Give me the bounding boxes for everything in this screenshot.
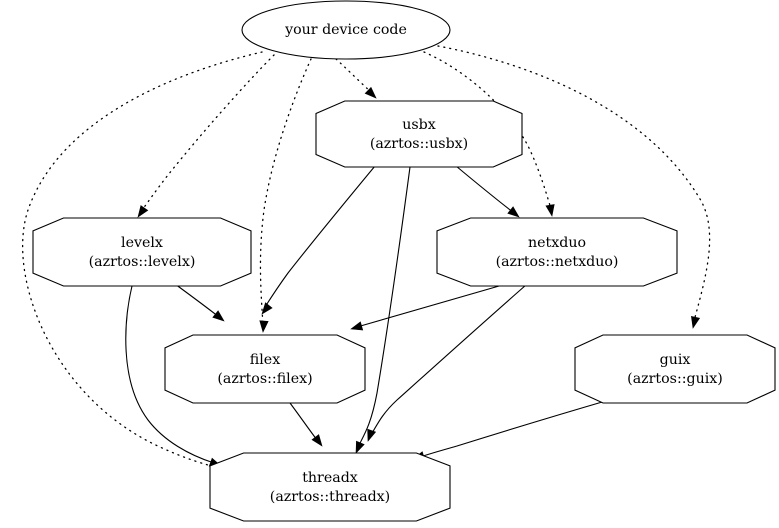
node-guix[interactable]: guix(azrtos::guix) <box>574 334 776 404</box>
node-label-netxduo: (azrtos::netxduo) <box>496 254 619 270</box>
node-label-guix: guix <box>660 352 691 368</box>
arrowhead-usbx-threadx <box>355 440 365 454</box>
arrowhead-levelx-filex <box>212 310 225 322</box>
node-shape-guix <box>574 334 776 404</box>
node-label-filex: (azrtos::filex) <box>217 371 312 387</box>
arrowhead-device-guix <box>691 315 701 329</box>
edge-device-guix <box>437 45 711 322</box>
nodes-layer: your device codeusbx(azrtos::usbx)levelx… <box>32 0 776 522</box>
edge-filex-threadx <box>289 402 318 441</box>
node-label-usbx: (azrtos::usbx) <box>370 136 468 152</box>
node-label-threadx: threadx <box>302 470 358 486</box>
edge-device-levelx <box>139 54 275 214</box>
edge-device-threadx <box>21 51 263 470</box>
node-label-threadx: (azrtos::threadx) <box>270 489 390 505</box>
edge-levelx-threadx <box>125 285 215 464</box>
node-shape-device <box>241 0 451 60</box>
node-netxduo[interactable]: netxduo(azrtos::netxduo) <box>436 217 678 287</box>
edge-usbx-threadx <box>357 166 411 448</box>
node-shape-threadx <box>209 452 451 522</box>
node-shape-usbx <box>315 100 523 168</box>
edge-netxduo-filex <box>356 283 507 328</box>
arrowhead-usbx-netxduo <box>507 206 520 218</box>
edge-device-usbx <box>335 58 373 94</box>
node-label-guix: (azrtos::guix) <box>627 371 723 387</box>
node-shape-levelx <box>32 217 252 287</box>
edge-device-netxduo <box>423 51 552 210</box>
arrowhead-device-netxduo <box>545 204 555 217</box>
edges-layer <box>21 45 711 470</box>
edge-device-filex <box>259 58 312 326</box>
arrowhead-filex-threadx <box>311 434 323 447</box>
arrowhead-netxduo-threadx <box>367 428 377 442</box>
node-label-usbx: usbx <box>402 117 436 133</box>
node-label-filex: filex <box>250 352 280 368</box>
node-label-levelx: (azrtos::levelx) <box>89 254 196 270</box>
node-threadx[interactable]: threadx(azrtos::threadx) <box>209 452 451 522</box>
arrowhead-usbx-filex <box>261 302 273 315</box>
edge-netxduo-threadx <box>370 284 527 436</box>
node-shape-netxduo <box>436 217 678 287</box>
node-label-levelx: levelx <box>121 235 163 251</box>
node-shape-filex <box>164 334 366 404</box>
node-levelx[interactable]: levelx(azrtos::levelx) <box>32 217 252 287</box>
edge-levelx-filex <box>174 283 220 318</box>
node-device[interactable]: your device code <box>241 0 451 60</box>
node-label-netxduo: netxduo <box>528 235 586 251</box>
arrowhead-device-usbx <box>364 86 377 99</box>
node-usbx[interactable]: usbx(azrtos::usbx) <box>315 100 523 168</box>
edge-usbx-filex <box>264 165 376 308</box>
arrowhead-device-filex <box>259 320 269 333</box>
edge-usbx-netxduo <box>455 165 515 214</box>
node-filex[interactable]: filex(azrtos::filex) <box>164 334 366 404</box>
arrowhead-device-levelx <box>137 205 149 218</box>
node-label-device: your device code <box>284 22 407 38</box>
arrowhead-netxduo-filex <box>350 321 364 331</box>
edge-guix-threadx <box>419 399 610 458</box>
